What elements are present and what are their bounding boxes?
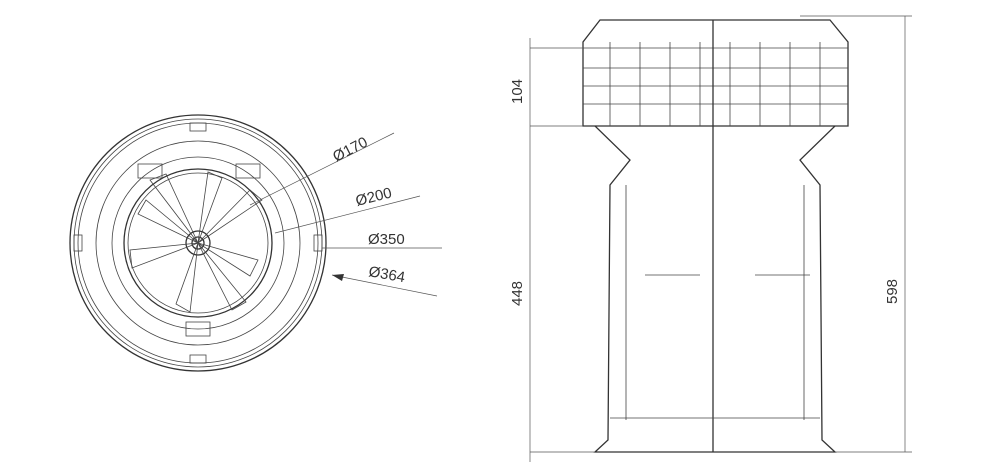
cap-height-label: 104 [509,79,526,104]
total-height-label: 598 [884,279,901,304]
diameter-350-label: Ø350 [368,231,405,248]
body-height-label: 448 [509,281,526,306]
diameter-leaders [249,132,442,297]
diameter-364-label: Ø364 [367,263,406,286]
diameter-200-label: Ø200 [354,185,394,210]
diameter-170-label: Ø170 [330,134,370,166]
height-dimensions [529,15,912,462]
side-view [582,19,849,453]
top-view [69,114,327,372]
